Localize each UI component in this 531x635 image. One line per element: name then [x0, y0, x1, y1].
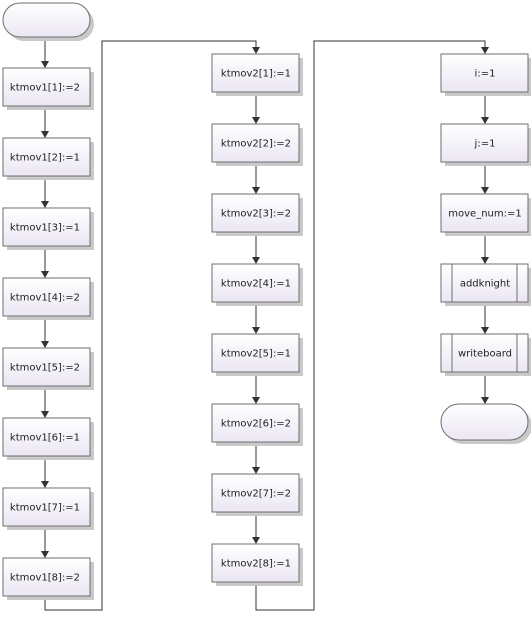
process-ktmov1-3-1-shape: [2, 207, 91, 247]
process-ktmov2-7-2[interactable]: ktmov2[7]:=2: [211, 473, 303, 516]
process-move-num-1-label: move_num:=1: [448, 209, 521, 220]
process-ktmov2-3-2-shape: [211, 193, 300, 233]
col3-arrow-2-arrowhead: [481, 187, 489, 194]
process-ktmov2-1-1[interactable]: ktmov2[1]:=1: [211, 53, 303, 96]
process-move-num-1-shape: [440, 193, 529, 233]
process-ktmov1-5-2-shape: [2, 347, 91, 387]
col3-arrow-4-arrowhead: [481, 327, 489, 334]
subroutine-addknight-shape: [440, 263, 529, 303]
col1-arrow-1-arrowhead: [41, 61, 49, 68]
process-ktmov1-5-2[interactable]: ktmov1[5]:=2: [2, 347, 94, 390]
process-ktmov1-7-1-shape: [2, 487, 91, 527]
process-i-1-label: i:=1: [475, 69, 496, 80]
process-ktmov1-8-2[interactable]: ktmov1[8]:=2: [2, 557, 94, 600]
process-ktmov2-5-1[interactable]: ktmov2[5]:=1: [211, 333, 303, 376]
process-ktmov2-3-2[interactable]: ktmov2[3]:=2: [211, 193, 303, 236]
col3-arrow-1-arrowhead: [481, 117, 489, 124]
process-i-1[interactable]: i:=1: [440, 53, 531, 96]
process-ktmov2-1-1-label: ktmov2[1]:=1: [221, 69, 291, 80]
process-ktmov1-4-2-label: ktmov1[4]:=2: [10, 293, 80, 304]
col2-arrow-1-arrowhead: [252, 117, 260, 124]
process-ktmov2-6-2[interactable]: ktmov2[6]:=2: [211, 403, 303, 446]
process-ktmov1-3-1[interactable]: ktmov1[3]:=1: [2, 207, 94, 250]
process-j-1[interactable]: j:=1: [440, 123, 531, 166]
process-ktmov1-1-2-label: ktmov1[1]:=2: [10, 83, 80, 94]
process-ktmov1-8-2-label: ktmov1[8]:=2: [10, 573, 80, 584]
process-ktmov1-7-1[interactable]: ktmov1[7]:=1: [2, 487, 94, 530]
process-ktmov1-2-1-shape: [2, 137, 91, 177]
end-terminal[interactable]: [440, 403, 531, 444]
process-ktmov2-7-2-shape: [211, 473, 300, 513]
col2-arrow-5-arrowhead: [252, 397, 260, 404]
process-ktmov2-1-1-shape: [211, 53, 300, 93]
process-ktmov1-6-1-label: ktmov1[6]:=1: [10, 433, 80, 444]
col1-arrow-7-arrowhead: [41, 481, 49, 488]
process-ktmov2-2-2-shape: [211, 123, 300, 163]
end-terminal-shape: [440, 403, 529, 441]
subroutine-writeboard-label: writeboard: [458, 349, 512, 360]
process-ktmov2-3-2-label: ktmov2[3]:=2: [221, 209, 291, 220]
process-ktmov1-2-1-label: ktmov1[2]:=1: [10, 153, 80, 164]
process-ktmov2-8-1[interactable]: ktmov2[8]:=1: [211, 543, 303, 586]
process-ktmov2-8-1-shape: [211, 543, 300, 583]
process-j-1-label: j:=1: [474, 139, 496, 150]
start-terminal-shape: [2, 2, 91, 38]
process-ktmov1-1-2[interactable]: ktmov1[1]:=2: [2, 67, 94, 110]
process-ktmov1-4-2[interactable]: ktmov1[4]:=2: [2, 277, 94, 320]
process-ktmov1-7-1-label: ktmov1[7]:=1: [10, 503, 80, 514]
col1-arrow-5-arrowhead: [41, 341, 49, 348]
process-ktmov2-7-2-label: ktmov2[7]:=2: [221, 489, 291, 500]
connector-col2-to-col3-arrowhead: [481, 47, 489, 54]
subroutine-writeboard[interactable]: writeboard: [440, 333, 531, 376]
process-ktmov2-4-1-shape: [211, 263, 300, 303]
col3-arrow-3-arrowhead: [481, 257, 489, 264]
col2-arrow-4-arrowhead: [252, 327, 260, 334]
col2-arrow-6-arrowhead: [252, 467, 260, 474]
col2-arrow-7-arrowhead: [252, 537, 260, 544]
col1-arrow-4-arrowhead: [41, 271, 49, 278]
process-ktmov1-2-1[interactable]: ktmov1[2]:=1: [2, 137, 94, 180]
process-ktmov2-6-2-shape: [211, 403, 300, 443]
process-ktmov2-4-1[interactable]: ktmov2[4]:=1: [211, 263, 303, 306]
connector-col1-to-col2-arrowhead: [252, 47, 260, 54]
start-terminal[interactable]: [2, 2, 94, 41]
col1-arrow-8-arrowhead: [41, 551, 49, 558]
subroutine-addknight[interactable]: addknight: [440, 263, 531, 306]
process-ktmov1-4-2-shape: [2, 277, 91, 317]
connector-col2-to-col3-line: [255, 40, 486, 611]
process-ktmov2-2-2-label: ktmov2[2]:=2: [221, 139, 291, 150]
process-ktmov1-8-2-shape: [2, 557, 91, 597]
process-move-num-1[interactable]: move_num:=1: [440, 193, 531, 236]
process-ktmov1-6-1-shape: [2, 417, 91, 457]
process-i-1-shape: [440, 53, 529, 93]
subroutine-writeboard-shape: [440, 333, 529, 373]
process-ktmov1-1-2-shape: [2, 67, 91, 107]
col2-arrow-2-arrowhead: [252, 187, 260, 194]
col3-arrow-5-arrowhead: [481, 397, 489, 404]
col1-arrow-6-arrowhead: [41, 411, 49, 418]
subroutine-addknight-label: addknight: [460, 279, 510, 290]
process-ktmov1-6-1[interactable]: ktmov1[6]:=1: [2, 417, 94, 460]
process-ktmov2-5-1-shape: [211, 333, 300, 373]
col2-arrow-3-arrowhead: [252, 257, 260, 264]
process-ktmov2-6-2-label: ktmov2[6]:=2: [221, 419, 291, 430]
process-ktmov1-3-1-label: ktmov1[3]:=1: [10, 223, 80, 234]
col1-arrow-2-arrowhead: [41, 131, 49, 138]
process-j-1-shape: [440, 123, 529, 163]
process-ktmov2-2-2[interactable]: ktmov2[2]:=2: [211, 123, 303, 166]
process-ktmov2-5-1-label: ktmov2[5]:=1: [221, 349, 291, 360]
process-ktmov2-4-1-label: ktmov2[4]:=1: [221, 279, 291, 290]
col1-arrow-3-arrowhead: [41, 201, 49, 208]
connector-col1-to-col2-line: [44, 40, 257, 611]
process-ktmov1-5-2-label: ktmov1[5]:=2: [10, 363, 80, 374]
process-ktmov2-8-1-label: ktmov2[8]:=1: [221, 559, 291, 570]
